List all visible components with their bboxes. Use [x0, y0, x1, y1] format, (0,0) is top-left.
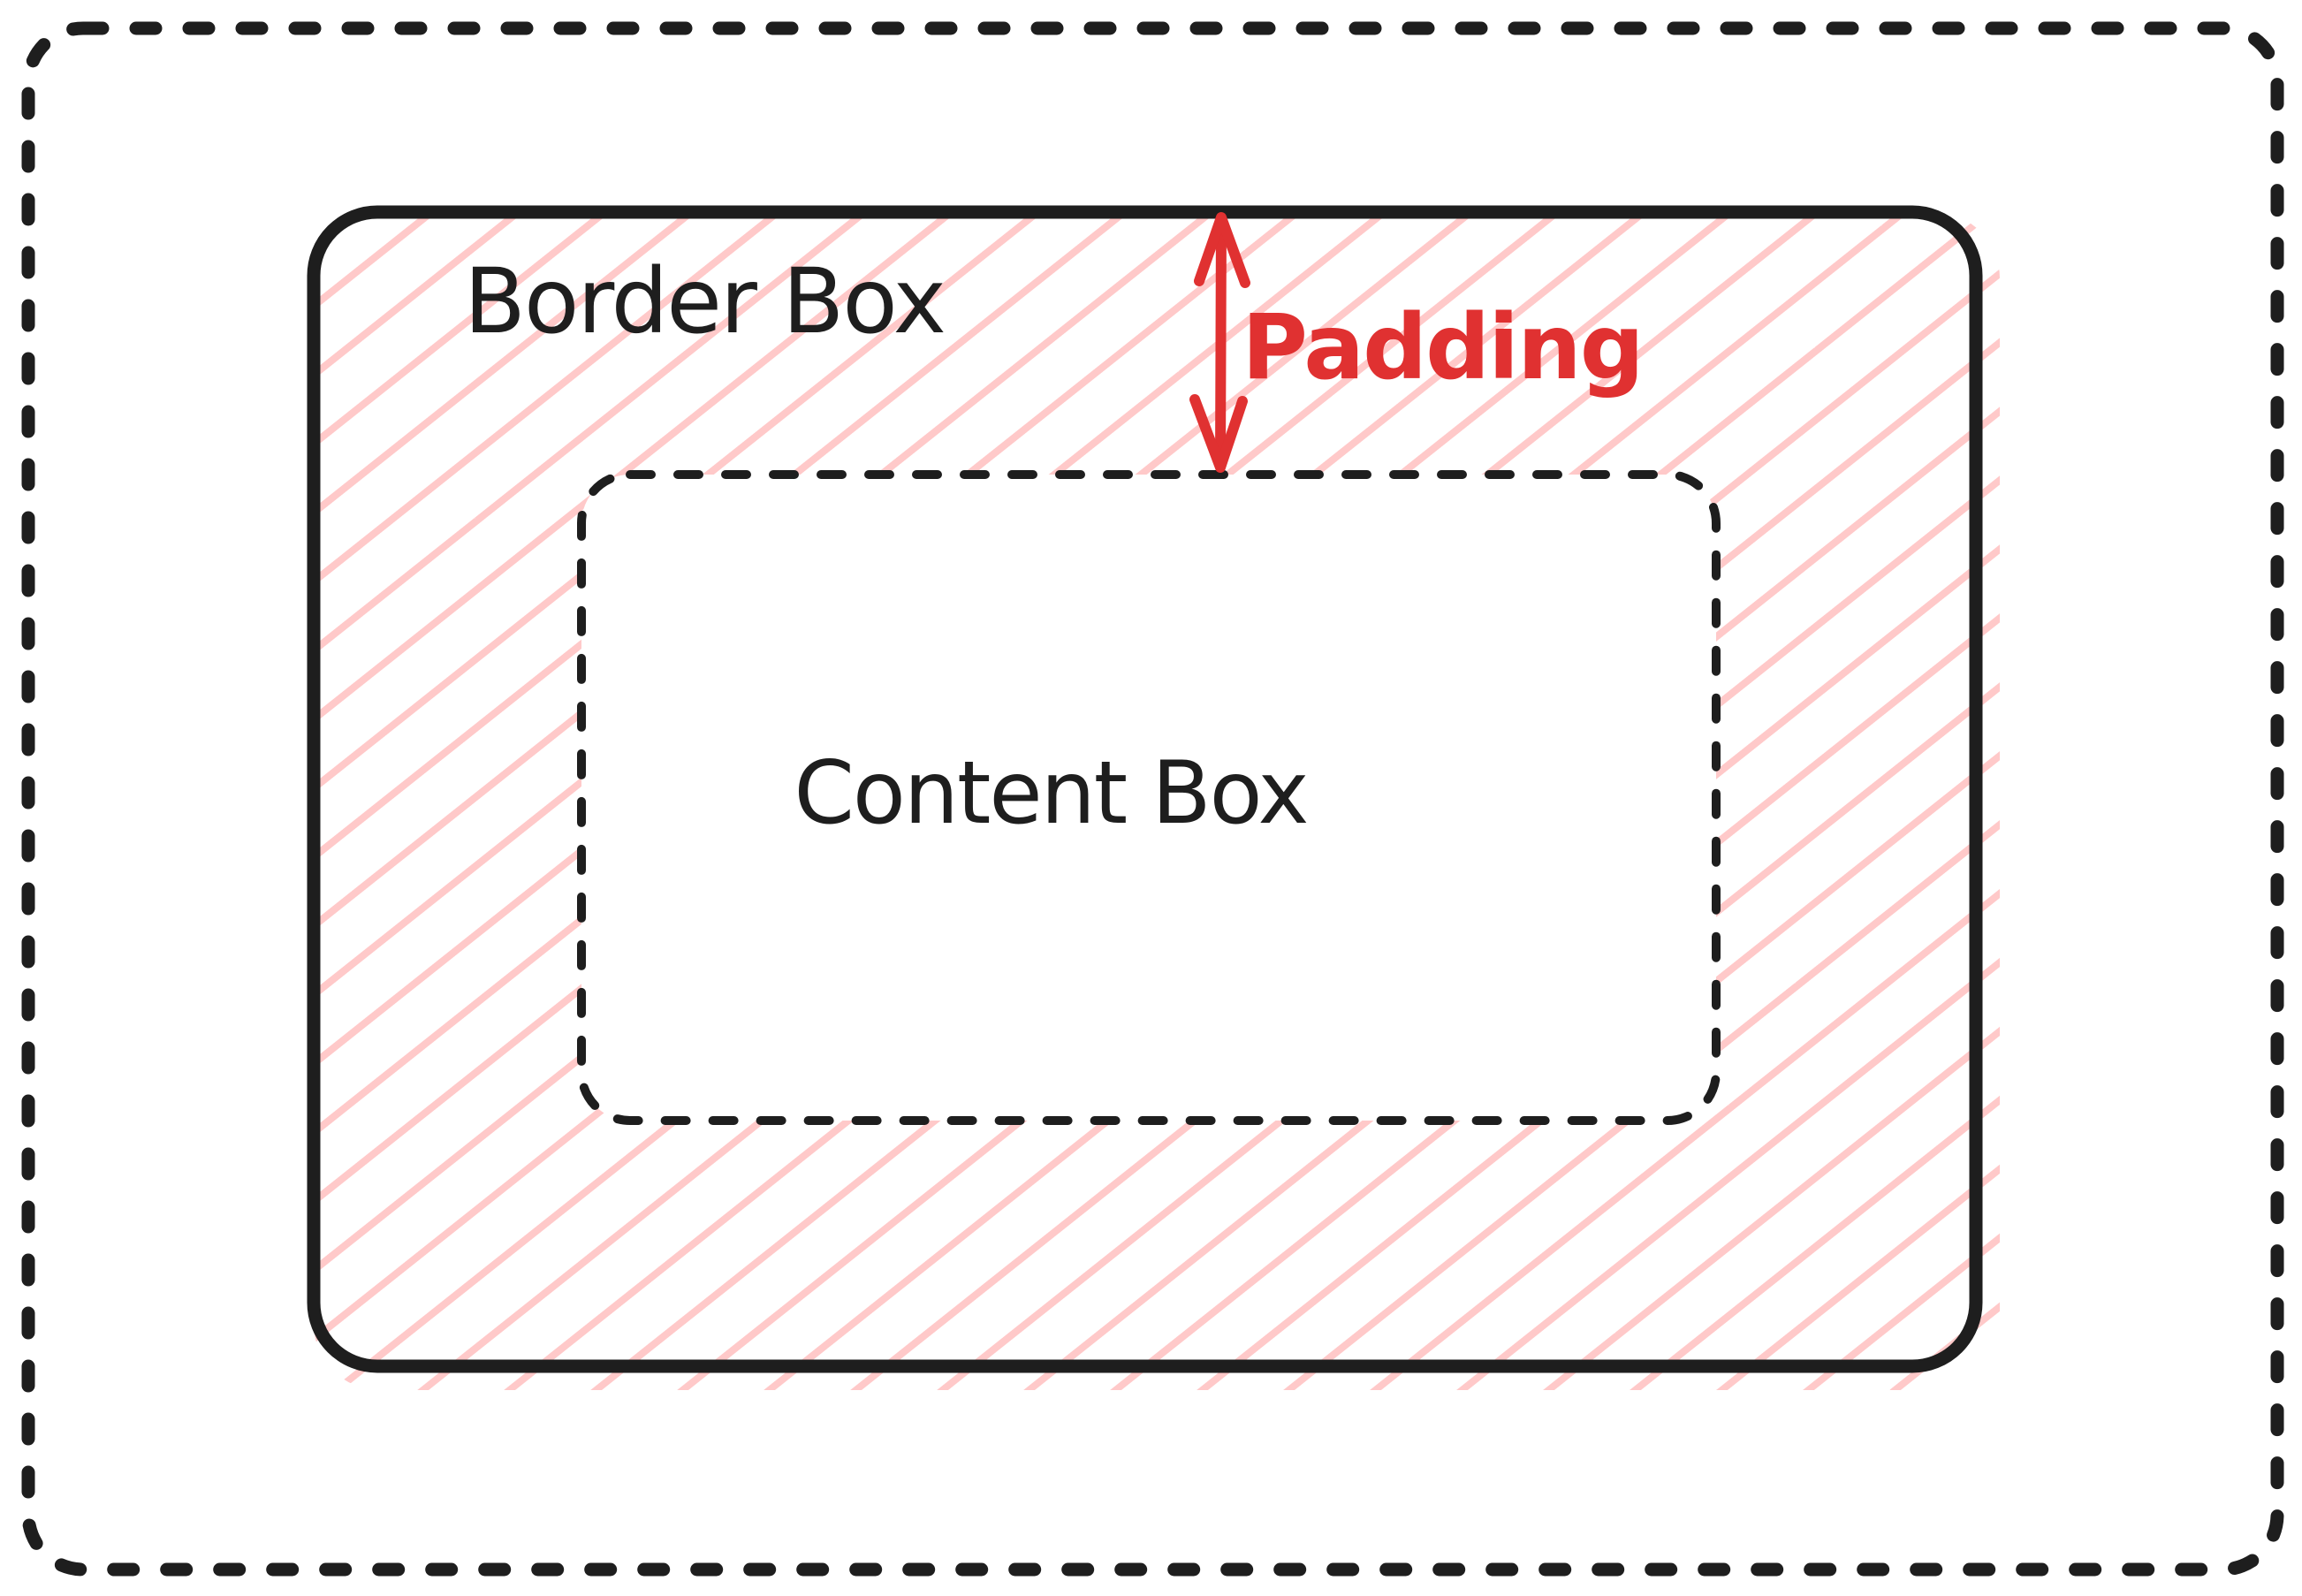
- padding-arrow-head-bottom: [1189, 394, 1248, 473]
- padding-arrow: [1189, 212, 1250, 473]
- content-box: [577, 470, 1721, 1125]
- padding-label: Padding: [1242, 295, 1642, 400]
- content-box-label: Content Box: [794, 743, 1307, 844]
- border-box-label: Border Box: [464, 249, 945, 354]
- margin-box-outline: [21, 21, 2284, 1577]
- padding-arrow-head-top: [1194, 212, 1250, 288]
- padding-arrow-line: [1215, 214, 1227, 472]
